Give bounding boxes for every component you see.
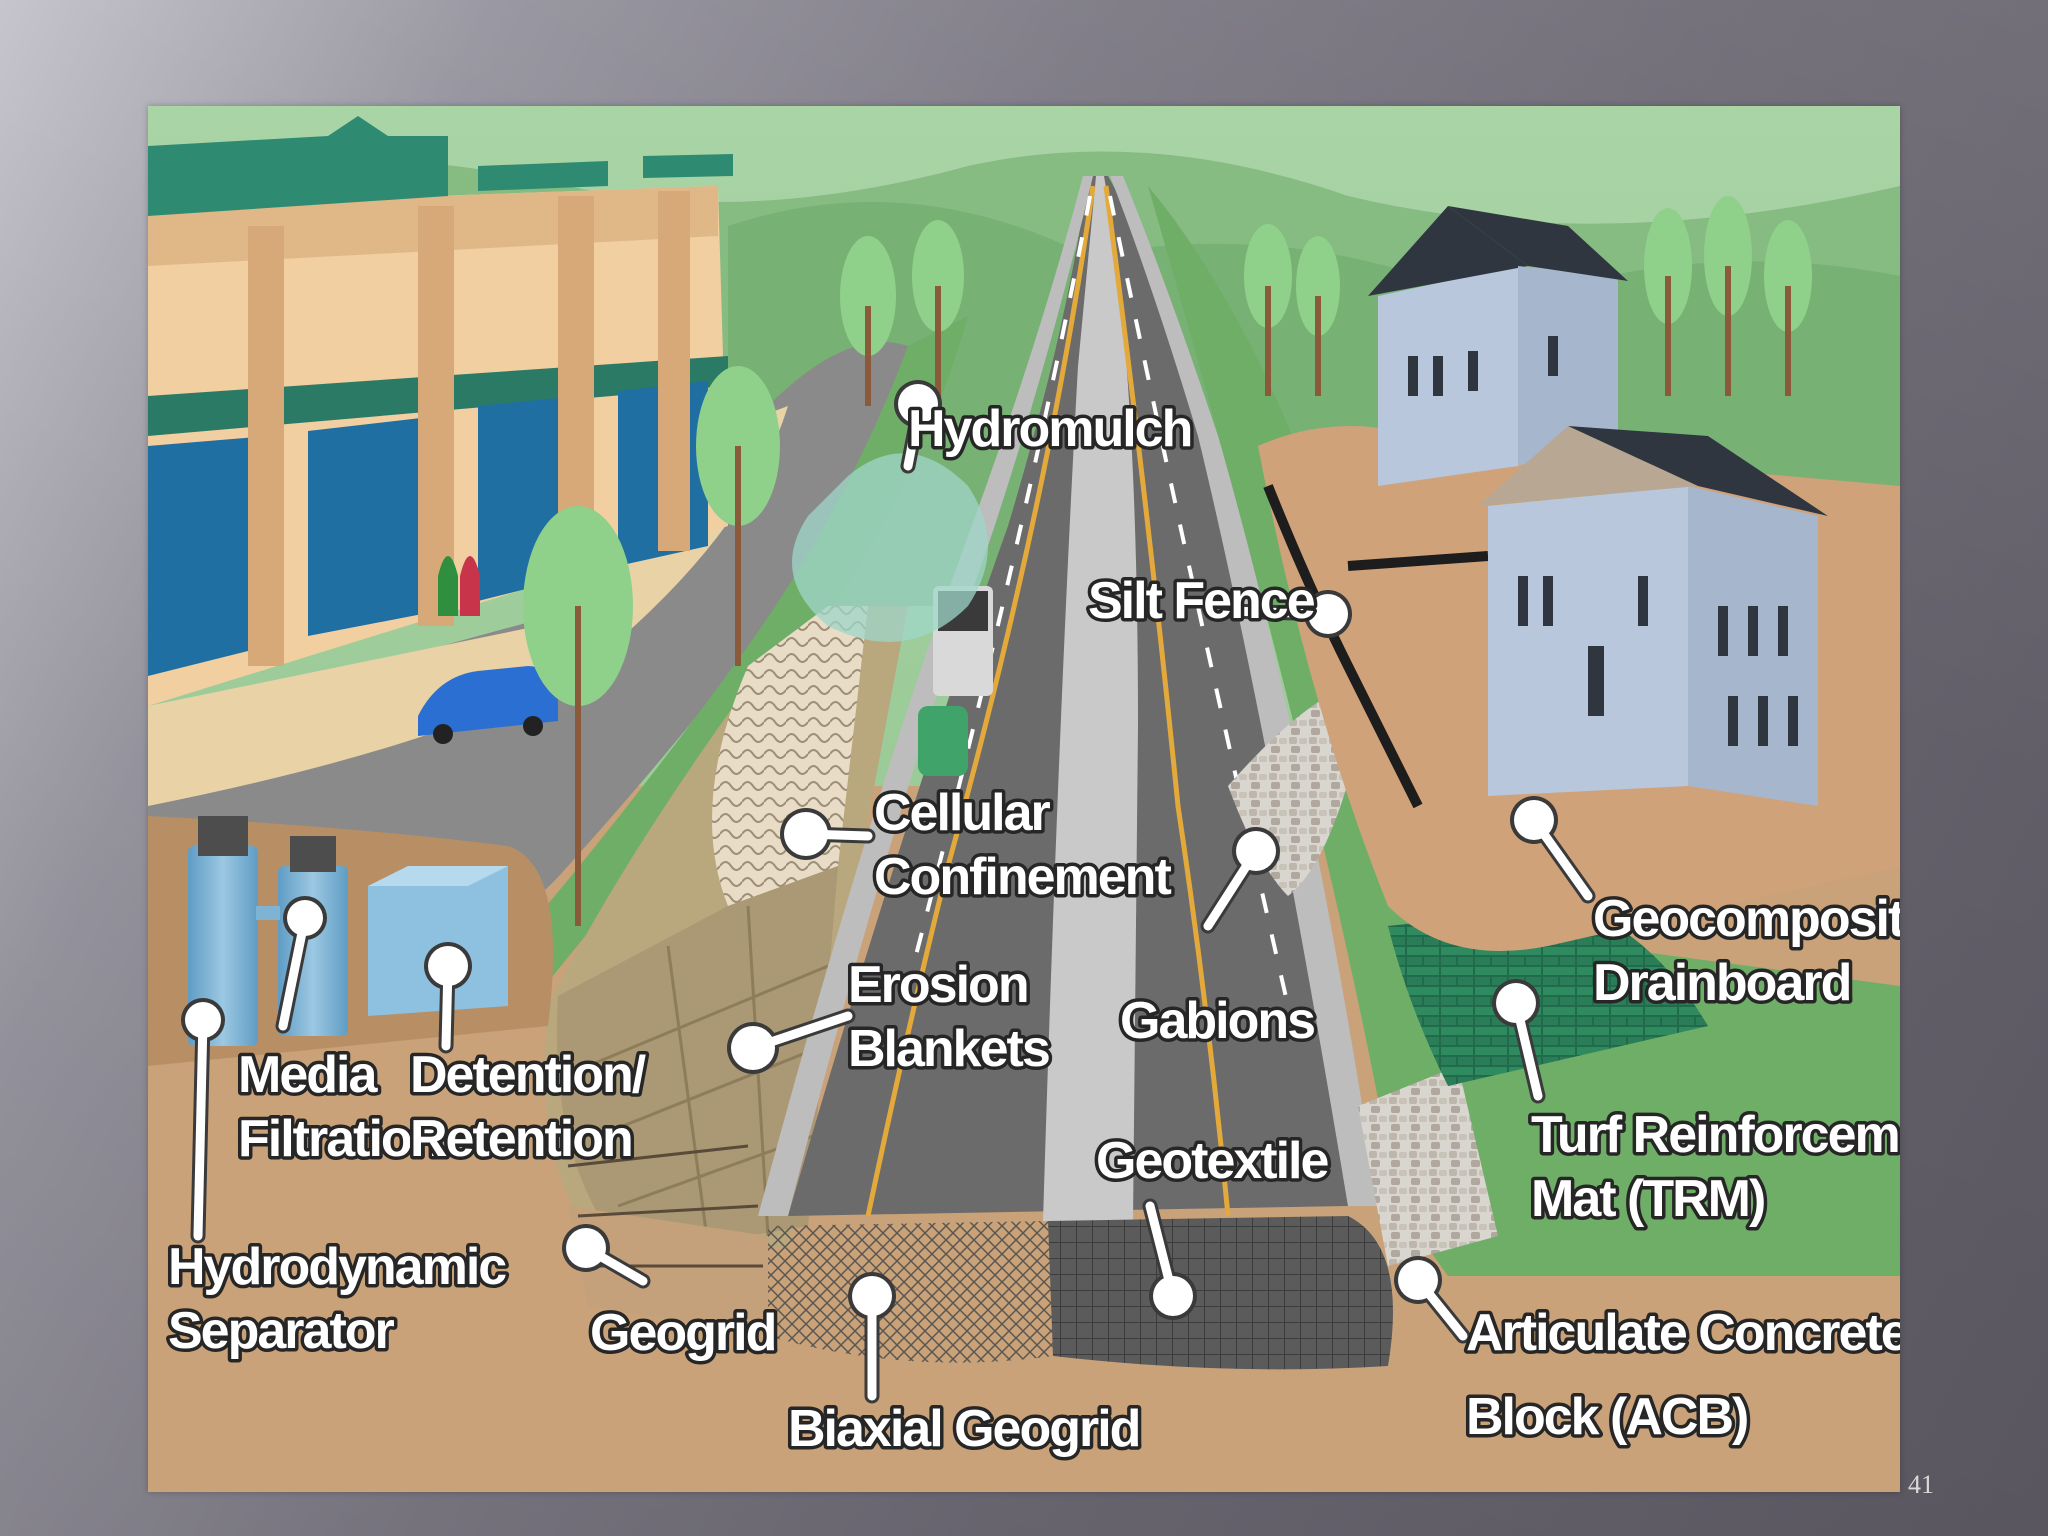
detention-retention-vault xyxy=(368,866,508,1016)
pin-geotextile xyxy=(1142,1198,1197,1320)
label-hydromulch: Hydromulch xyxy=(908,400,1191,458)
pin-media-filtration xyxy=(275,896,327,1034)
label-erosion-blankets: Erosion Blankets xyxy=(848,956,1049,1078)
pin-detention-retention xyxy=(424,942,472,1054)
pin-biaxial-geogrid xyxy=(848,1272,896,1404)
label-hydrodynamic-separator: Hydrodynamic Separator xyxy=(168,1238,518,1360)
pin-silt-fence xyxy=(1220,590,1352,638)
label-geotextile: Geotextile xyxy=(1096,1132,1328,1190)
blue-car xyxy=(418,666,558,744)
slide-page-number: 41 xyxy=(1908,1470,1934,1499)
label-media-filtration: Media Filtration xyxy=(238,1046,440,1168)
sidewalk xyxy=(148,406,788,806)
label-detention-retention: Detention/ Retention xyxy=(410,1046,657,1168)
grass-slope-right xyxy=(1148,186,1900,1276)
trees xyxy=(523,196,1812,926)
pin-gabions xyxy=(1200,827,1280,934)
hydrodynamic-separator-tank xyxy=(188,816,258,1046)
geosynthetics-illustration: Hydromulch Silt Fence Cellular Confineme… xyxy=(148,106,1900,1492)
road-shoulder-right xyxy=(1110,176,1378,1206)
label-silt-fence: Silt Fence xyxy=(1088,572,1315,630)
label-geocomposite-drainboard: Geocomposite Drainboard xyxy=(1593,890,1900,1012)
silt-fence-segment xyxy=(1347,551,1489,571)
geogrid-layers xyxy=(568,1206,768,1336)
label-articulate-concrete-block: Articulate Concrete Block (ACB) xyxy=(1466,1304,1900,1446)
biaxial-geogrid-layer xyxy=(768,1221,1053,1363)
turf-reinforcement-mat xyxy=(1388,906,1708,1086)
label-biaxial-geogrid: Biaxial Geogrid xyxy=(788,1400,1139,1458)
pin-cellular-confinement xyxy=(780,808,876,860)
pin-geocomposite-drainboard xyxy=(1510,796,1596,904)
road-shoulder-left xyxy=(758,176,1093,1216)
shopping-center-building xyxy=(148,116,733,706)
pin-geogrid xyxy=(562,1224,651,1289)
label-geogrid: Geogrid xyxy=(590,1304,775,1362)
hydromulch-spray xyxy=(792,453,988,642)
pin-hydromulch xyxy=(894,380,942,474)
pin-turf-reinforcement-mat xyxy=(1492,979,1546,1104)
road-lane-lines xyxy=(865,185,1231,1217)
road-median xyxy=(1043,176,1138,1221)
diagram-labels: Hydromulch Silt Fence Cellular Confineme… xyxy=(165,397,1901,1462)
pin-hydrodynamic-separator xyxy=(181,998,225,1244)
articulate-concrete-block-wall xyxy=(1358,1066,1498,1266)
label-pins xyxy=(181,380,1596,1404)
label-cellular-confinement: Cellular Confinement xyxy=(874,784,1171,906)
geotextile-layer xyxy=(1048,1216,1393,1370)
pin-erosion-blankets xyxy=(727,1008,856,1074)
label-gabions: Gabions xyxy=(1120,992,1314,1050)
houses xyxy=(1368,206,1828,806)
silt-fence-line xyxy=(1263,484,1423,809)
label-turf-reinforcement-mat: Turf Reinforcement Mat (TRM) xyxy=(1531,1106,1900,1228)
pin-articulate-concrete-block xyxy=(1394,1256,1471,1344)
